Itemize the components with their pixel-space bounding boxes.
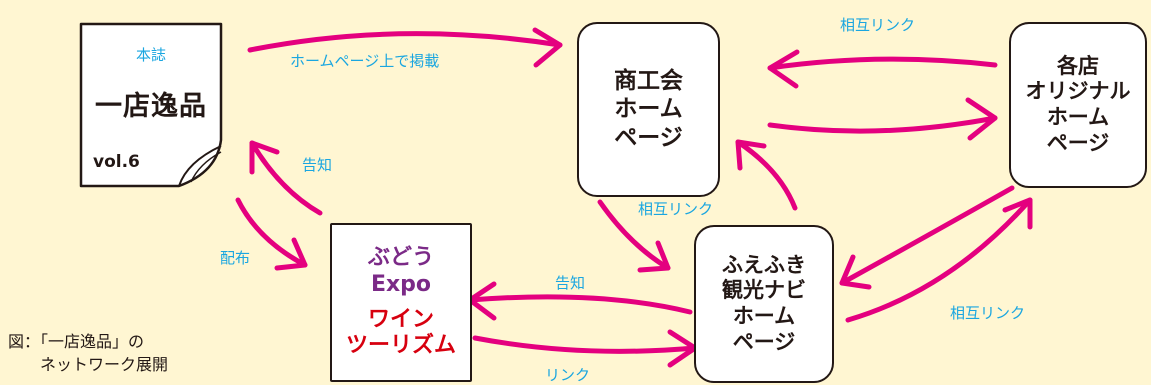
fuefuki-line-3: ホーム	[732, 304, 796, 328]
arrowhead	[1002, 197, 1033, 230]
fuefuki-navi-homepage-node: ふえふき 観光ナビ ホーム ページ	[694, 225, 834, 383]
edge-label-haifu: 配布	[220, 249, 251, 267]
arrow-fuefuki-to-shokokai	[735, 139, 798, 211]
magazine-top-label: 本誌	[135, 46, 166, 64]
figure-caption: 図：「一店逸品」の ネットワーク展開	[8, 330, 168, 376]
caption-line-2: ネットワーク展開	[40, 355, 169, 375]
arrowhead	[839, 254, 872, 290]
kakuten-line-3: ホーム	[1046, 105, 1110, 129]
page-curl-shape	[79, 22, 223, 188]
magazine-vol: vol.6	[93, 152, 140, 172]
arrow-shokokai-to-kakuten	[767, 115, 998, 134]
kakuten-line-2: オリジナル	[1025, 79, 1131, 104]
shokokai-line-2: ホーム	[614, 96, 683, 123]
arrow-fuefuki-to-kakuten	[845, 197, 1033, 323]
kakuten-original-homepage-node: 各店 オリジナル ホーム ページ	[1009, 22, 1147, 188]
fuefuki-line-4: ページ	[732, 329, 796, 354]
edge-label-kokuchi-left: 告知	[302, 156, 333, 174]
edge-label-kokuchi-bottom: 告知	[555, 274, 586, 292]
shokokai-line-3: ページ	[614, 124, 683, 151]
shokokai-homepage-node: 商工会 ホーム ページ	[577, 22, 720, 197]
arrowhead	[637, 240, 671, 273]
shokokai-line-1: 商工会	[614, 68, 683, 95]
arrowhead	[532, 27, 563, 68]
edge-label-sogo-link-right: 相互リンク	[950, 304, 1026, 322]
arrowhead	[735, 139, 767, 171]
arrowhead	[767, 49, 800, 89]
arrow-kakuten-to-shokokai	[767, 56, 998, 71]
budou-line-1: ぶどう	[367, 244, 434, 270]
magazine-title: 一店逸品	[95, 91, 207, 122]
arrow-kakuten-to-fuefuki	[839, 185, 1015, 286]
kakuten-line-4: ページ	[1046, 130, 1110, 155]
budou-line-4: ツーリズム	[345, 333, 456, 359]
arrowhead	[965, 97, 998, 141]
fuefuki-line-2: 観光ナビ	[722, 278, 806, 303]
edge-label-keisai: ホームページ上で掲載	[290, 52, 440, 70]
budou-expo-node: ぶどう Expo ワイン ツーリズム	[330, 223, 472, 382]
budou-line-2: Expo	[370, 271, 432, 297]
fuefuki-line-1: ふえふき	[722, 252, 806, 277]
caption-line-1: 図：「一店逸品」の	[8, 332, 145, 351]
arrow-budou-to-magazine	[249, 140, 323, 216]
edge-label-sogo-link-mid: 相互リンク	[638, 200, 714, 218]
arrow-shokokai-to-fuefuki	[597, 199, 671, 271]
edge-label-link-bottom: リンク	[545, 366, 591, 384]
arrow-budou-to-fuefuki	[472, 335, 698, 354]
kakuten-line-1: 各店	[1057, 53, 1099, 78]
magazine-node: 本誌 一店逸品 vol.6	[79, 22, 223, 188]
arrowhead	[249, 140, 280, 175]
arrow-magazine-to-shokokai	[247, 31, 563, 53]
arrow-magazine-to-budou	[235, 197, 308, 268]
arrow-fuefuki-to-budou	[467, 294, 693, 315]
arrowhead	[274, 237, 308, 271]
budou-line-3: ワイン	[367, 306, 434, 332]
edge-label-sogo-link-top: 相互リンク	[840, 16, 916, 34]
